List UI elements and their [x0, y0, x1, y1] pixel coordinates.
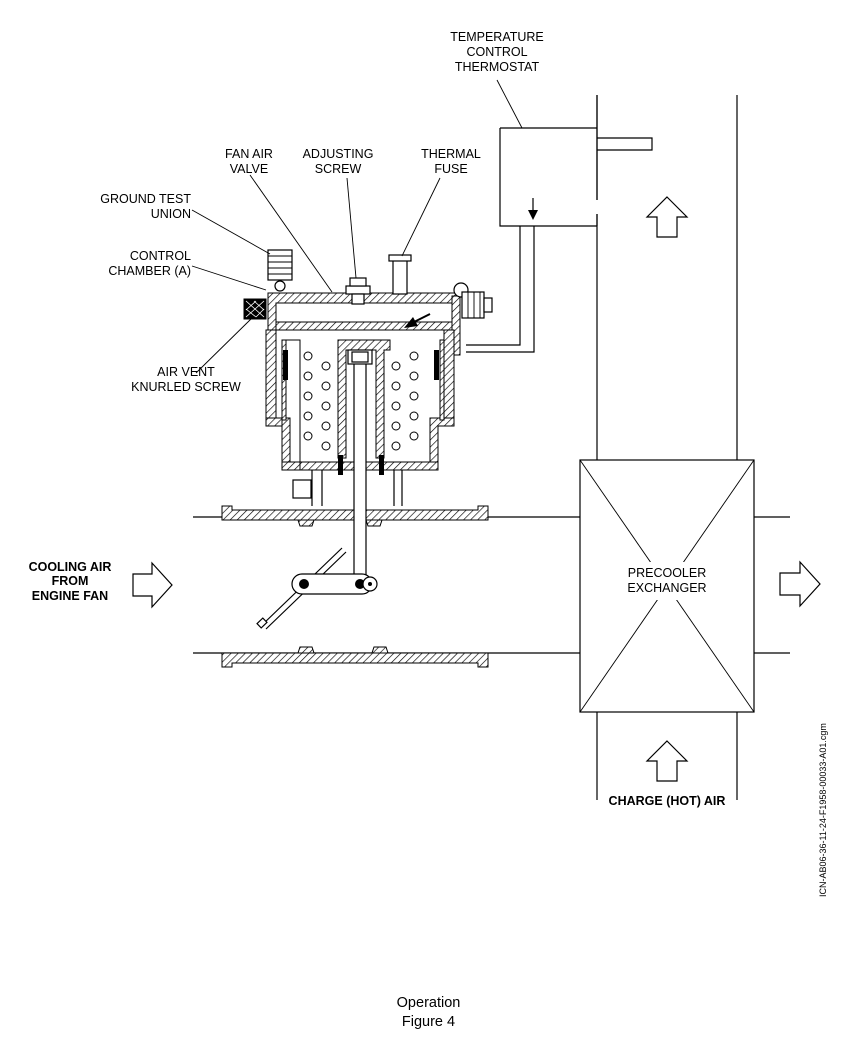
svg-text:UNION: UNION [151, 207, 191, 221]
svg-text:CHAMBER (A): CHAMBER (A) [108, 264, 191, 278]
control-chamber-flow-arrow-icon [404, 313, 431, 328]
svg-text:PRECOOLER: PRECOOLER [628, 566, 707, 580]
thermostat-connector [453, 282, 493, 319]
caption-figure: Figure 4 [401, 1014, 456, 1030]
svg-text:KNURLED SCREW: KNURLED SCREW [131, 380, 241, 394]
svg-text:AIR VENT: AIR VENT [157, 365, 215, 379]
svg-text:CONTROL: CONTROL [466, 45, 527, 59]
svg-text:FUSE: FUSE [434, 162, 467, 176]
svg-text:SCREW: SCREW [315, 162, 362, 176]
label-precooler-exchanger: PRECOOLER EXCHANGER [627, 566, 706, 595]
svg-text:FROM: FROM [52, 574, 89, 588]
svg-text:FAN AIR: FAN AIR [225, 147, 273, 161]
svg-text:GROUND TEST: GROUND TEST [100, 192, 191, 206]
svg-text:VALVE: VALVE [230, 162, 268, 176]
svg-text:TEMPERATURE: TEMPERATURE [450, 30, 544, 44]
label-air-vent-knurled-screw: AIR VENT KNURLED SCREW [131, 365, 241, 394]
svg-text:ADJUSTING: ADJUSTING [303, 147, 374, 161]
svg-text:COOLING AIR: COOLING AIR [29, 560, 112, 574]
label-thermal-fuse: THERMAL FUSE [421, 147, 481, 176]
thermostat-flow-arrow-icon [528, 198, 538, 220]
right-arrow-outlet-icon [779, 560, 821, 608]
label-ground-test-union: GROUND TEST UNION [100, 192, 191, 221]
duct-flange-bottom [221, 646, 489, 668]
svg-text:EXCHANGER: EXCHANGER [627, 581, 706, 595]
caption-title: Operation [396, 995, 461, 1011]
label-cooling-air: COOLING AIR FROM ENGINE FAN [29, 560, 112, 603]
reference-code: ICN-AB06-36-11-24-F1958-00033-A01.cgm [818, 723, 828, 897]
thermal-fuse [388, 254, 412, 295]
svg-text:ENGINE FAN: ENGINE FAN [32, 589, 108, 603]
up-arrow-bottom-icon [645, 740, 689, 782]
right-arrow-inlet-icon [132, 561, 173, 609]
fan-air-valve-body [265, 292, 461, 583]
label-control-chamber: CONTROL CHAMBER (A) [108, 249, 191, 278]
up-arrow-icon [645, 196, 689, 238]
butterfly-valve-linkage [256, 547, 378, 630]
label-fan-air-valve: FAN AIR VALVE [225, 147, 273, 176]
air-vent-knurled-screw [243, 298, 267, 320]
temperature-control-thermostat [466, 95, 653, 353]
adjusting-screw [345, 277, 371, 305]
label-charge-air: CHARGE (HOT) AIR [609, 794, 726, 808]
precooler-exchanger [579, 459, 755, 713]
svg-text:THERMAL: THERMAL [421, 147, 481, 161]
leader-lines [191, 79, 523, 374]
ground-test-union [267, 249, 293, 292]
svg-text:THERMOSTAT: THERMOSTAT [455, 60, 540, 74]
label-adjusting-screw: ADJUSTING SCREW [303, 147, 374, 176]
label-temperature-control-thermostat: TEMPERATURE CONTROL THERMOSTAT [450, 30, 544, 74]
svg-text:CONTROL: CONTROL [130, 249, 191, 263]
